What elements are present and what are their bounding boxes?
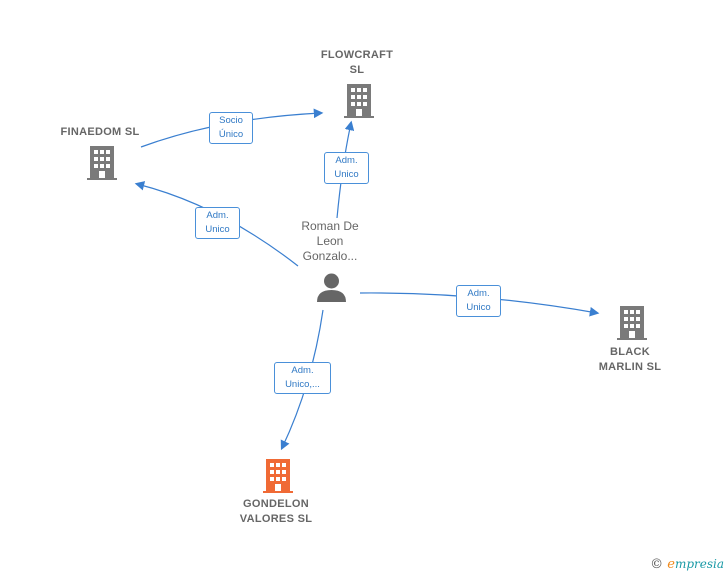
edge-label-adm-unico-black-marlin: Adm. Unico (456, 285, 501, 317)
edge-label-adm-unico-flowcraft: Adm. Unico (324, 152, 369, 184)
node-label-person[interactable]: Roman De Leon Gonzalo... (301, 219, 359, 263)
brand-e: e (667, 557, 675, 572)
person-icon[interactable] (316, 272, 347, 303)
node-label-flowcraft[interactable]: FLOWCRAFT SL (320, 49, 394, 76)
building-icon[interactable] (87, 146, 117, 180)
edge-label-adm-unico-finaedom: Adm. Unico (195, 207, 240, 239)
brand-logo: © empresia (650, 557, 724, 572)
edge-label-socio-unico: Socio Único (209, 112, 253, 144)
building-icon-highlight[interactable] (263, 459, 293, 493)
brand-name: mpresia (674, 557, 724, 571)
copyright-icon: © (650, 557, 664, 572)
node-label-finaedom[interactable]: FINAEDOM SL (60, 126, 140, 138)
building-icon[interactable] (344, 84, 374, 118)
node-label-gondelon[interactable]: GONDELON VALORES SL (239, 498, 313, 525)
building-icon[interactable] (617, 306, 647, 340)
node-label-black-marlin[interactable]: BLACK MARLIN SL (598, 346, 662, 373)
edge-label-adm-unico-gondelon: Adm. Unico,... (274, 362, 331, 394)
